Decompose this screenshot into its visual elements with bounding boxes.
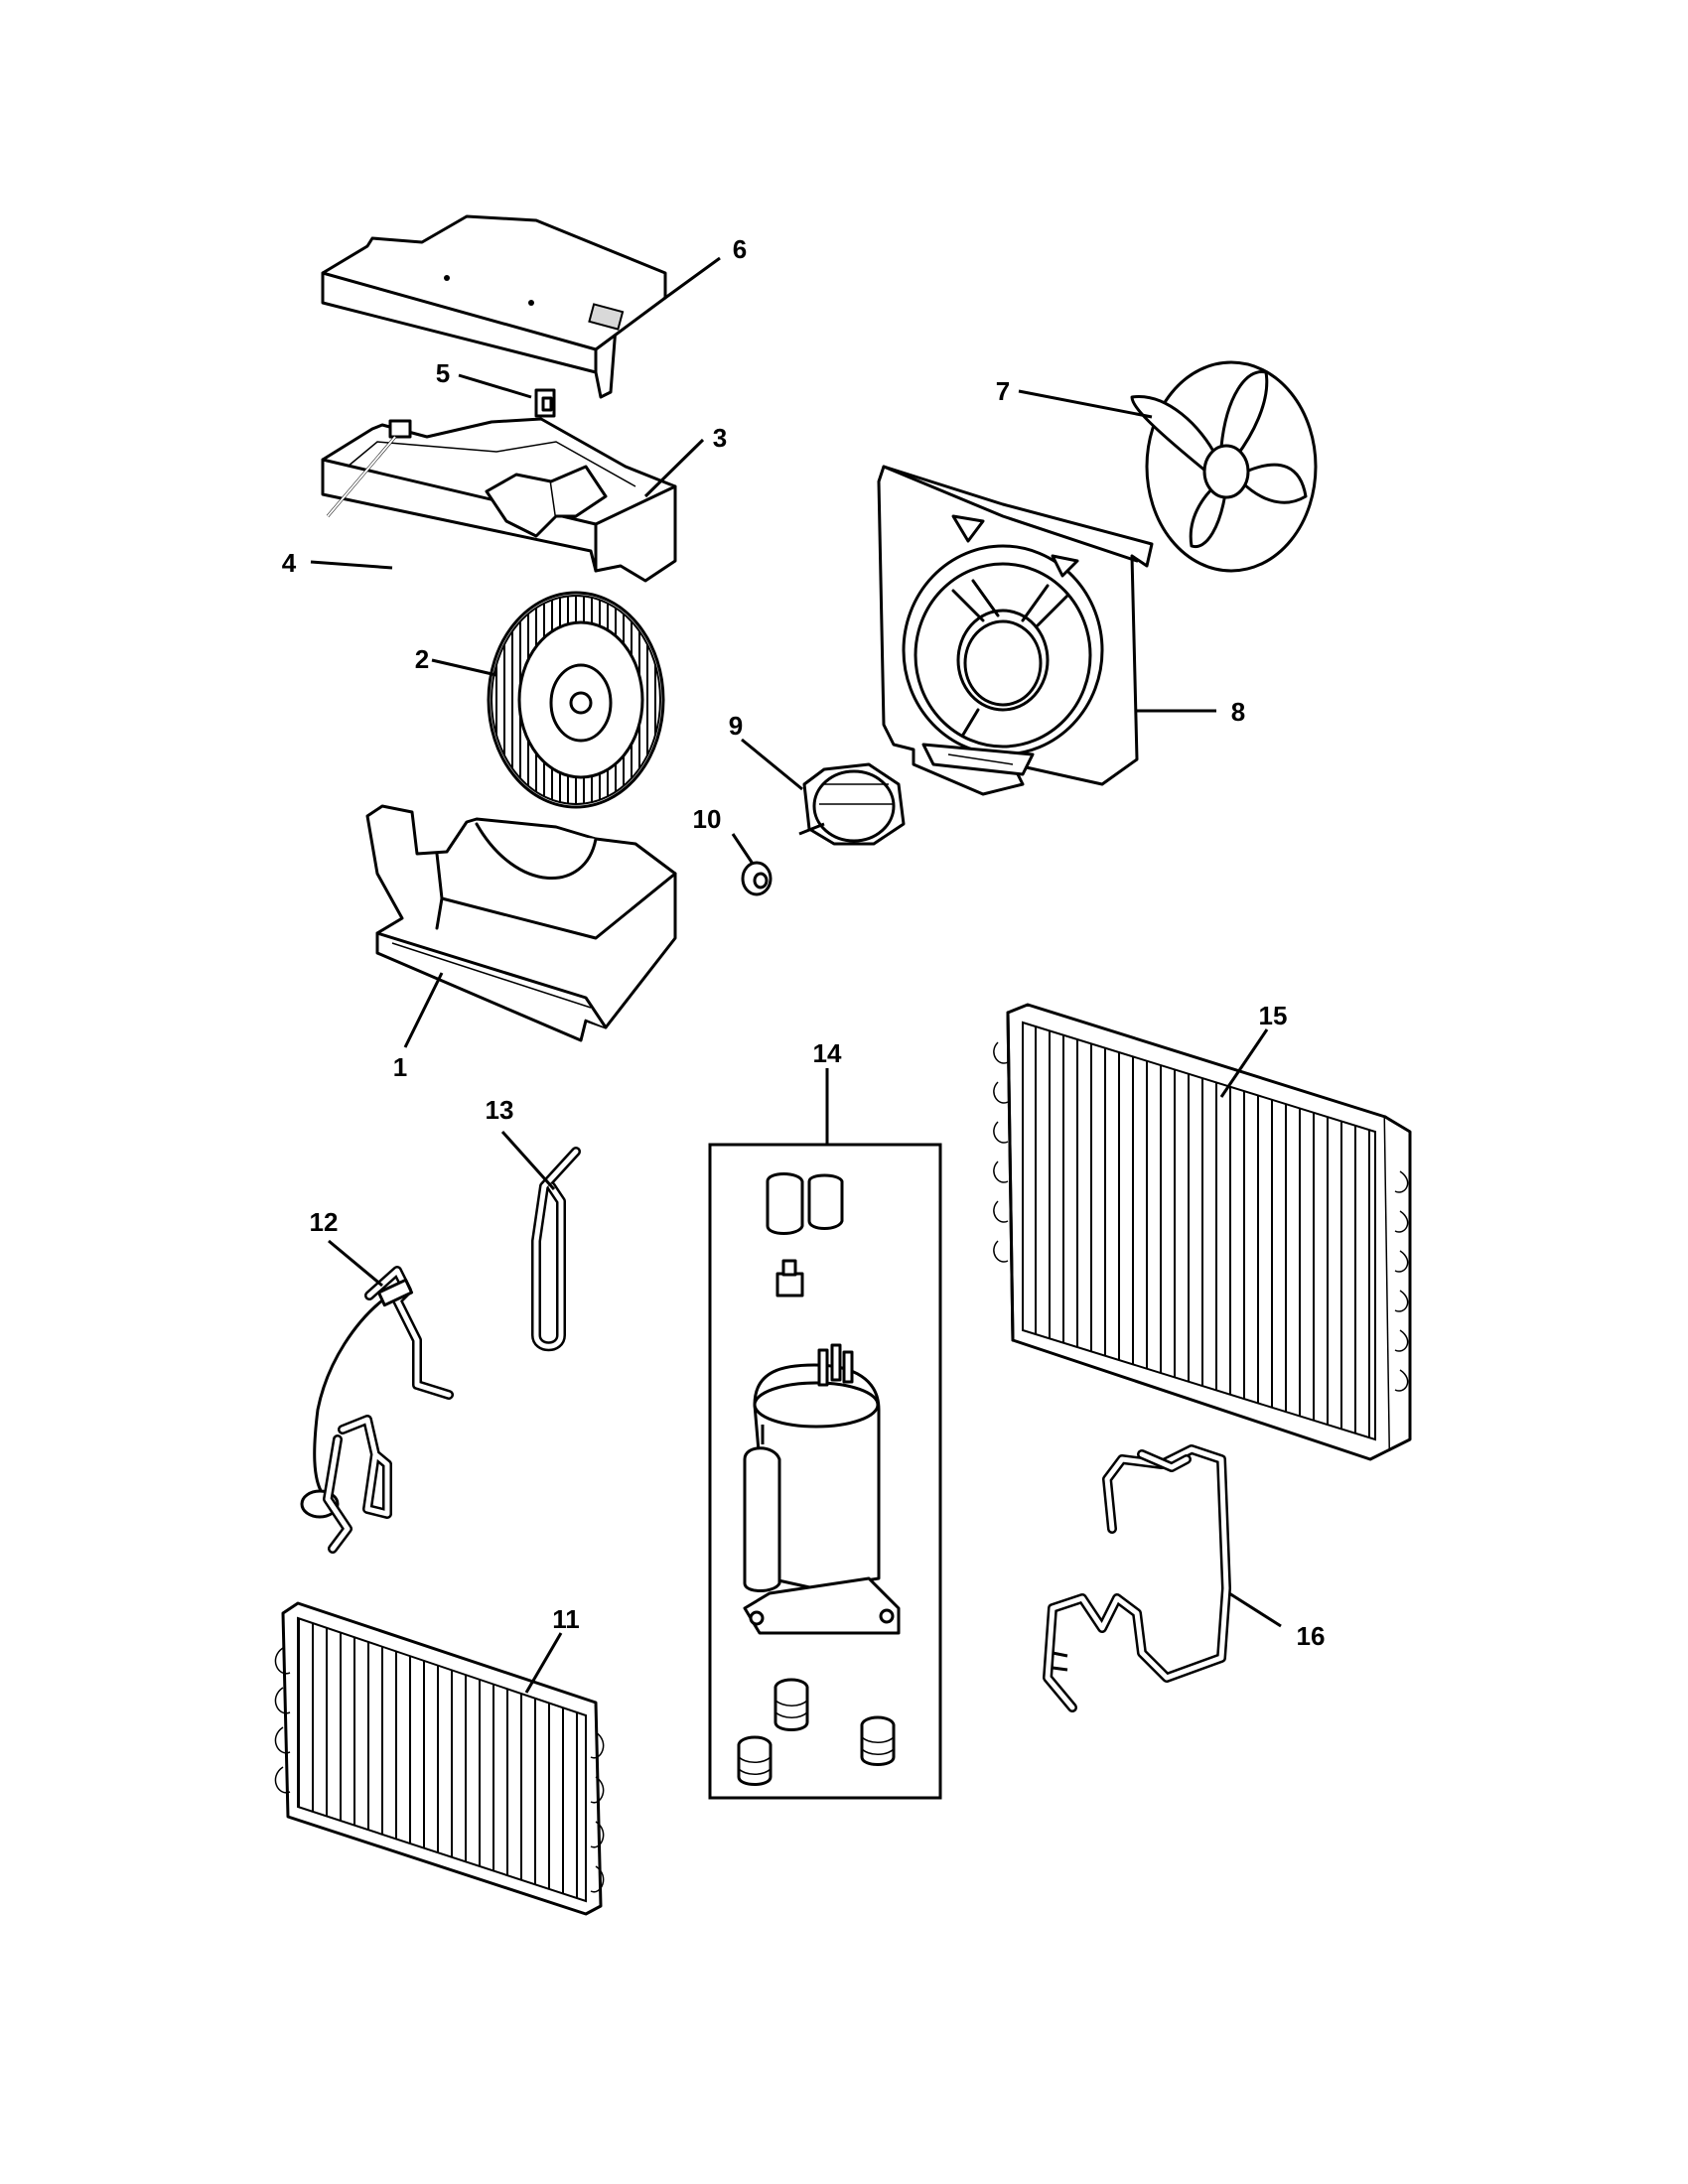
leader-3 (643, 438, 705, 498)
part-11-evaporator-coil (274, 1601, 605, 1916)
leader-7 (1018, 389, 1153, 419)
callout-2: 2 (415, 644, 429, 674)
callout-12: 12 (310, 1207, 339, 1237)
part-2-blower-wheel (487, 591, 665, 809)
callout-16: 16 (1297, 1621, 1326, 1651)
part-10-nut (741, 861, 773, 896)
callout-labels: 6 5 3 4 2 1 7 8 9 10 15 14 13 12 11 16 (282, 234, 1326, 1651)
callout-3: 3 (713, 423, 727, 453)
part-14-compressor-kit (708, 1143, 942, 1800)
callout-8: 8 (1231, 697, 1245, 727)
part-12-capillary-assembly (300, 1266, 454, 1554)
leader-2 (431, 658, 497, 677)
leader-12 (328, 1239, 383, 1288)
part-5-switch (534, 388, 556, 418)
callout-15: 15 (1259, 1001, 1288, 1030)
part-15-condenser-coil (993, 1003, 1412, 1461)
leader-1 (403, 972, 444, 1048)
callout-10: 10 (693, 804, 722, 834)
part-16-tube-assembly (1043, 1444, 1231, 1712)
part-13-tube (531, 1147, 581, 1352)
callout-4: 4 (282, 548, 297, 578)
callout-14: 14 (813, 1038, 842, 1068)
leader-4 (310, 560, 393, 570)
part-6-cover (321, 214, 667, 399)
leader-9 (741, 738, 803, 791)
part-4-sensor (326, 419, 412, 517)
part-3-housing (321, 417, 677, 583)
leader-6 (664, 256, 721, 300)
callout-6: 6 (733, 234, 747, 264)
leader-5 (458, 373, 532, 399)
callout-9: 9 (729, 711, 743, 741)
callout-5: 5 (436, 358, 450, 388)
callout-7: 7 (996, 376, 1010, 406)
part-1-base-pan (365, 804, 677, 1042)
callout-13: 13 (486, 1095, 514, 1125)
leader-13 (500, 1130, 556, 1191)
part-7-fan-blade (1130, 360, 1318, 573)
callout-11: 11 (552, 1604, 580, 1634)
part-9-motor (798, 762, 906, 846)
leader-11 (524, 1632, 563, 1694)
part-8-fan-shroud (877, 465, 1154, 796)
leader-16 (1228, 1591, 1282, 1628)
leader-10 (731, 833, 755, 865)
callout-1: 1 (393, 1052, 407, 1082)
leader-lines (310, 256, 1282, 1694)
leader-15 (1219, 1028, 1269, 1098)
